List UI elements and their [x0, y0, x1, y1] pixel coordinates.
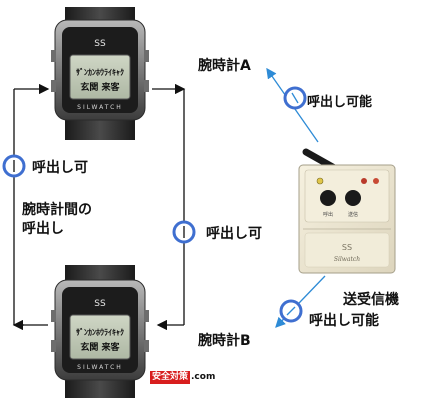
between-watches-label: 腕時計間の 呼出し [22, 201, 92, 239]
ring-marker-lower-right [279, 299, 303, 323]
between-watches-line1: 腕時計間の [22, 202, 92, 218]
watch-a-logo: SS [94, 39, 106, 49]
call-possible-b-label: 呼出し可能 [309, 313, 379, 329]
watch-b-screen-line1: ｻﾞﾝｶﾝﾎｳﾗｲｷｬｸ [76, 327, 124, 337]
between-watches-line2: 呼出し [22, 221, 64, 237]
call-center-label: 呼出し可 [206, 226, 262, 242]
footer-badge-suffix: .com [191, 372, 216, 382]
ring-marker-upper-right [283, 86, 307, 110]
watch-a-brand: SILWATCH [77, 104, 123, 111]
footer-badge: 安全対策 .com [150, 370, 215, 384]
footer-badge-mark: 安全対策 [150, 370, 191, 384]
center-connector [152, 83, 186, 331]
watch-b-label: 腕時計B [198, 333, 251, 349]
transceiver-logo: SS [342, 243, 352, 252]
transceiver-label: 送受信機 [343, 292, 399, 308]
watch-a-screen-line2: 玄関 来客 [80, 81, 120, 93]
transceiver-button-left-label: 呼出 [323, 211, 333, 218]
watch-a-label: 腕時計A [198, 58, 251, 74]
watch-b-screen-line2: 玄関 来客 [80, 341, 120, 353]
transceiver-button-right-label: 送信 [348, 211, 358, 218]
transceiver-brand: Silwatch [334, 256, 360, 263]
watch-b-image [51, 265, 149, 398]
transceiver-image [298, 148, 396, 274]
ring-marker-left [2, 154, 26, 178]
call-possible-a-label: 呼出し可能 [307, 95, 373, 110]
ring-marker-center [172, 220, 196, 244]
watch-b-logo: SS [94, 299, 106, 309]
watch-a-screen-line1: ｻﾞﾝｶﾝﾎｳﾗｲｷｬｸ [76, 67, 124, 77]
left-connector [12, 83, 50, 331]
call-left-label: 呼出し可 [32, 160, 88, 176]
watch-b-brand: SILWATCH [77, 364, 123, 371]
watch-a-image [51, 7, 149, 140]
